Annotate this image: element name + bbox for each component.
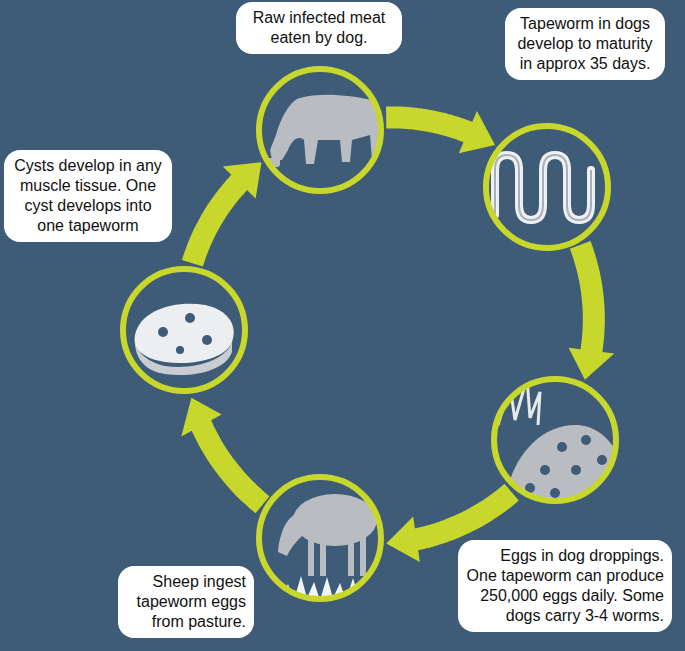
arrow-body — [192, 180, 242, 264]
dog-ear — [284, 104, 296, 118]
callout-bubble: Cysts develop in any muscle tissue. One … — [4, 150, 172, 242]
stage-node: Cysts develop in any muscle tissue. One … — [120, 266, 248, 394]
stage-node: Tapeworm in dogs develop to maturity in … — [483, 123, 611, 251]
cycle-arrow — [192, 162, 261, 263]
tapeworm-illustration — [495, 155, 591, 220]
callout-bubble: Sheep ingest tapeworm eggs from pasture. — [118, 566, 254, 638]
cycle-arrow — [569, 245, 615, 380]
arrow-body — [580, 245, 594, 355]
stage-ring — [256, 474, 384, 602]
callout-bubble: Tapeworm in dogs develop to maturity in … — [505, 8, 665, 80]
arrow-head — [569, 348, 615, 380]
arrow-head — [386, 517, 420, 563]
cycle-arrow — [386, 111, 495, 153]
meat-cysts — [158, 313, 212, 354]
stage-ring — [483, 123, 611, 251]
stage-text: Tapeworm in dogs develop to maturity in … — [513, 14, 657, 74]
dog-tail — [380, 94, 394, 106]
stage-ring — [256, 66, 384, 194]
dog-droppings-illustration — [492, 378, 628, 505]
stage-ring — [491, 376, 619, 504]
infected-meat-illustration — [135, 304, 234, 375]
stage-text: Sheep ingest tapeworm eggs from pasture. — [126, 572, 246, 632]
stage-node: Raw infected meat eaten by dog. — [256, 66, 384, 194]
arrow-head — [181, 398, 221, 437]
stage-text: Cysts develop in any muscle tissue. One … — [12, 156, 164, 236]
stage-node: Sheep ingest tapeworm eggs from pasture. — [256, 474, 384, 602]
tapeworm-body — [495, 155, 591, 220]
grazing-sheep-illustration — [255, 494, 385, 610]
stage-text: Raw infected meat eaten by dog. — [244, 8, 394, 48]
arrow-head — [459, 111, 495, 153]
stage-text: Eggs in dog droppings. One tapeworm can … — [466, 546, 664, 626]
cycle-arrow — [181, 398, 262, 505]
stage-ring — [120, 266, 248, 394]
callout-bubble: Eggs in dog droppings. One tapeworm can … — [458, 540, 672, 632]
arrow-head — [223, 162, 262, 198]
sheep-legs — [308, 532, 366, 576]
stage-node: Eggs in dog droppings. One tapeworm can … — [491, 376, 619, 504]
arrow-body — [412, 492, 511, 540]
arrow-body — [386, 117, 472, 133]
tapeworm-line — [495, 155, 591, 220]
sheep-head — [278, 512, 308, 556]
callout-bubble: Raw infected meat eaten by dog. — [236, 2, 402, 54]
meat-slab — [135, 304, 234, 363]
arrow-body — [200, 422, 263, 505]
dog-silhouette — [270, 95, 384, 164]
